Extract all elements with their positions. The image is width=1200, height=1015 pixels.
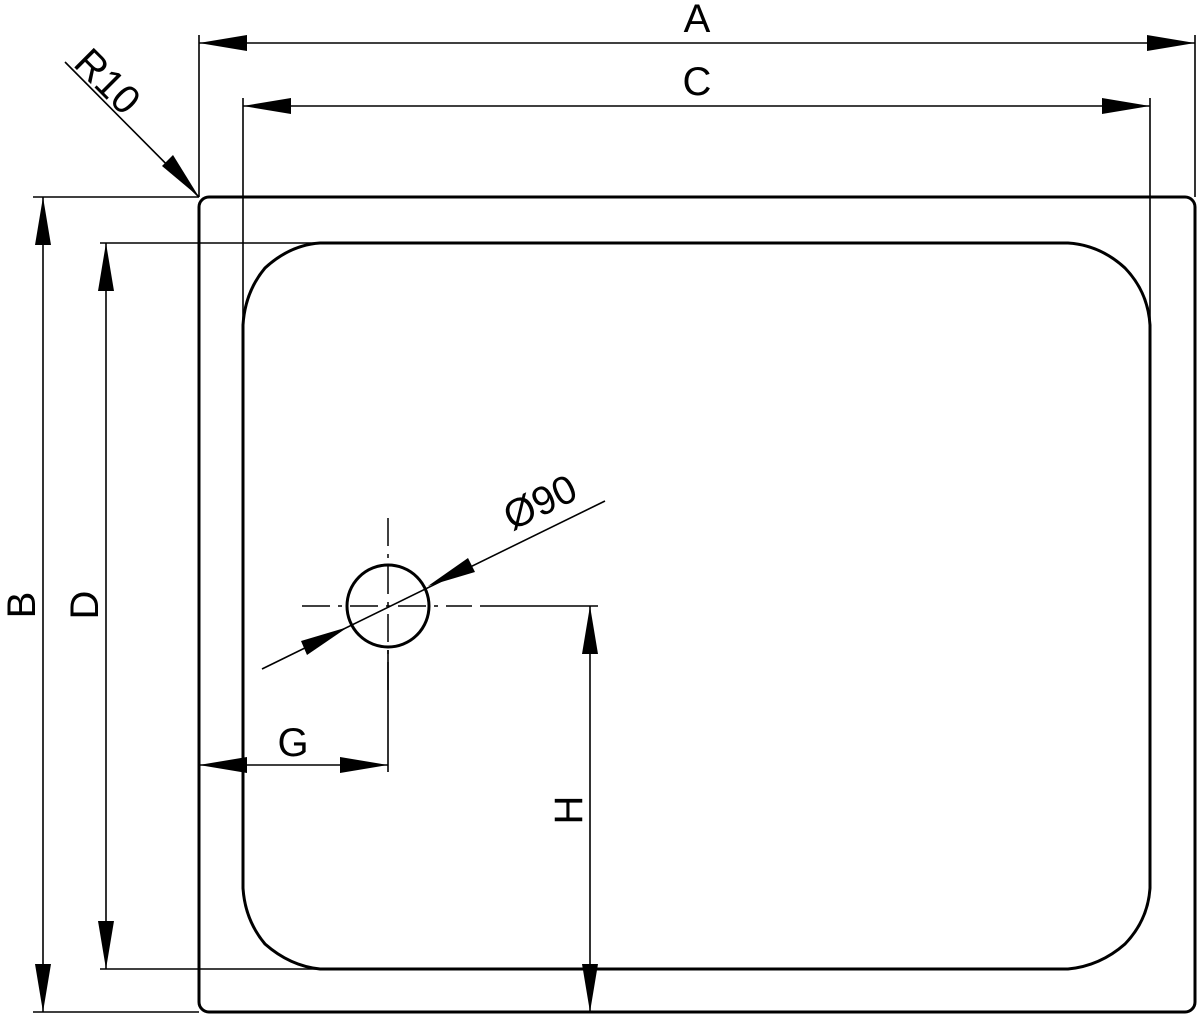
drain-diameter-label: Ø90 [497,466,584,539]
dimension-g: G [199,721,388,773]
dimension-label-d: D [63,591,107,620]
dimension-a: A [199,0,1195,51]
tray-inner-basin [241,241,1152,971]
corner-radius-callout: R10 [64,40,200,198]
dimension-label-c: C [683,60,712,104]
corner-radius-label: R10 [66,40,149,123]
dimension-h: H [547,606,598,1012]
dimension-label-h: H [547,796,591,825]
drain [302,518,472,690]
dimension-label-g: G [277,721,308,765]
dimension-label-b: B [0,592,44,619]
drain-outlet-circle [345,563,431,649]
dimension-d: D [63,243,114,969]
dimension-b: B [0,197,51,1012]
tray-outer-outline [197,195,1197,1014]
drain-diameter-callout: Ø90 [261,466,606,670]
extension-lines [33,35,1196,1013]
dimension-c: C [243,60,1150,114]
dimension-label-a: A [684,0,711,41]
